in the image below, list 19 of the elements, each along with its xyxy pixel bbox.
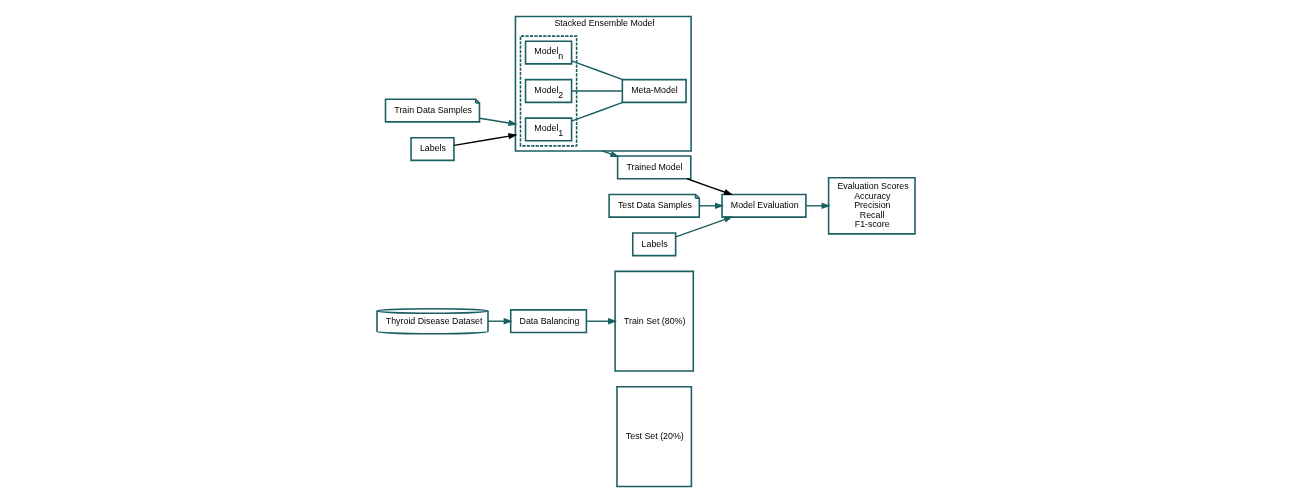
node-box: Model Evaluation bbox=[720, 193, 807, 218]
connector bbox=[570, 59, 623, 80]
node-box: Test Set (20%) bbox=[615, 385, 692, 487]
node-box: Labels bbox=[409, 136, 455, 161]
connector bbox=[570, 89, 623, 92]
node-box: Meta-Model bbox=[621, 78, 687, 103]
node-box: Labels bbox=[631, 231, 676, 256]
arrow bbox=[585, 317, 617, 324]
connector bbox=[570, 101, 623, 122]
cluster bbox=[519, 34, 577, 147]
node-box: Data Balancing bbox=[509, 308, 587, 333]
arrow bbox=[685, 177, 733, 195]
node-box: Evaluation Scores Accuracy Precision Recall F1-score bbox=[827, 176, 916, 235]
arrow bbox=[674, 216, 733, 238]
node-box: Trained Model bbox=[616, 154, 692, 179]
arrow bbox=[600, 149, 620, 157]
arrow bbox=[453, 132, 517, 146]
arrow bbox=[478, 117, 517, 126]
node-box: Train Set (80%) bbox=[613, 270, 694, 372]
